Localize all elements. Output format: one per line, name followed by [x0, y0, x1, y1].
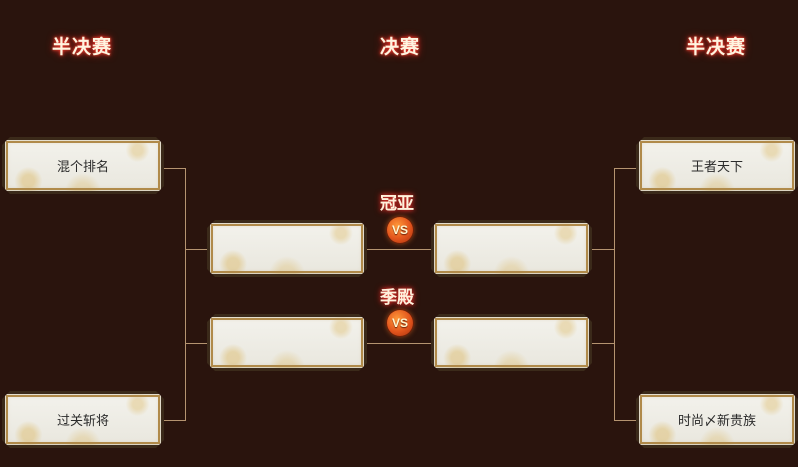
team-name: 王者天下: [690, 160, 743, 175]
connector-left-bottom: [163, 420, 185, 421]
connector-left-vertical: [185, 168, 186, 421]
team-plaque-left-bottom[interactable]: 过关斩将: [2, 391, 164, 448]
connector-left-top: [163, 168, 185, 169]
team-plaque-champion-left[interactable]: [207, 220, 367, 277]
team-name: 混个排名: [56, 160, 109, 175]
team-plaque-right-top[interactable]: 王者天下: [636, 137, 798, 194]
round-title-right-semifinal: 半决赛: [686, 36, 747, 58]
connector-right-to-champion: [591, 249, 614, 250]
connector-right-bottom: [614, 420, 636, 421]
round-title-final: 决赛: [380, 36, 421, 58]
team-name: 时尚〆新贵族: [677, 414, 756, 429]
third-place-match-label: 季殿: [380, 288, 414, 308]
connector-left-to-third: [185, 343, 208, 344]
connector-left-to-champion: [185, 249, 208, 250]
team-plaque-third-right[interactable]: [431, 314, 592, 371]
team-plaque-right-bottom[interactable]: 时尚〆新贵族: [636, 391, 798, 448]
team-plaque-left-top[interactable]: 混个排名: [2, 137, 164, 194]
team-plaque-champion-right[interactable]: [431, 220, 592, 277]
team-name: 过关斩将: [56, 414, 109, 429]
team-plaque-third-left[interactable]: [207, 314, 367, 371]
connector-champion-middle: [366, 249, 432, 250]
champion-match-label: 冠亚: [380, 194, 414, 214]
connector-right-to-third: [591, 343, 614, 344]
connector-third-middle: [366, 343, 432, 344]
round-title-left-semifinal: 半决赛: [52, 36, 113, 58]
vs-badge-third-place: VS: [387, 310, 413, 336]
connector-right-top: [614, 168, 636, 169]
vs-badge-champion: VS: [387, 217, 413, 243]
connector-right-vertical: [614, 168, 615, 421]
